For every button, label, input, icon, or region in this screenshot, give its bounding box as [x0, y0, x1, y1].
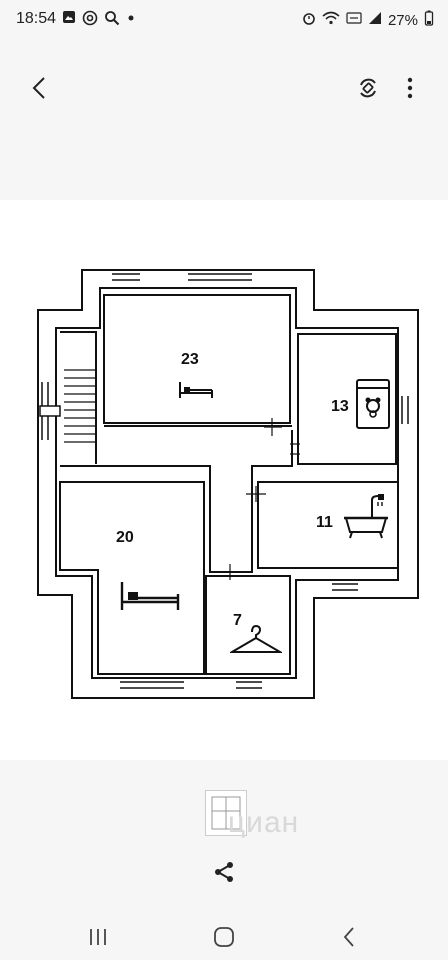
nav-back-icon[interactable]: [338, 925, 362, 949]
floor-plan-thumbnail[interactable]: [205, 790, 247, 836]
room-label-23: 23: [181, 351, 199, 368]
alarm-icon: [302, 11, 316, 29]
home-icon[interactable]: [212, 925, 236, 949]
gallery-icon: [62, 10, 76, 29]
system-nav-bar: [0, 915, 448, 960]
share-icon[interactable]: [212, 860, 236, 884]
rotate-icon[interactable]: [356, 76, 380, 100]
bottom-area: циан: [0, 760, 448, 960]
search-icon: [104, 10, 120, 29]
signal-icon: [368, 11, 382, 29]
dot-icon: [126, 10, 136, 29]
status-time: 18:54: [16, 10, 57, 27]
room-label-13: 13: [331, 398, 349, 415]
chevron-left-icon[interactable]: [28, 76, 52, 100]
thumbnail-drawing: [211, 796, 241, 830]
app-bar: [0, 38, 448, 200]
room-label-11: 11: [316, 514, 333, 531]
more-vertical-icon[interactable]: [400, 76, 420, 100]
watermark: циан: [228, 806, 300, 839]
room-label-20: 20: [116, 529, 134, 546]
wifi-icon: [322, 11, 340, 29]
status-left-icons: [62, 10, 136, 29]
battery-text: 27%: [387, 11, 418, 29]
battery-icon: [424, 10, 434, 30]
floor-plan-image[interactable]: 23 13 20 11 7: [0, 200, 448, 760]
at-icon: [82, 10, 98, 29]
status-bar: 18:54 27%: [0, 0, 448, 38]
floor-plan-drawing: [37, 269, 419, 699]
room-label-7: 7: [233, 612, 242, 629]
volte-icon: [346, 11, 362, 29]
status-right: 27%: [302, 10, 434, 30]
recents-icon[interactable]: [86, 925, 110, 949]
